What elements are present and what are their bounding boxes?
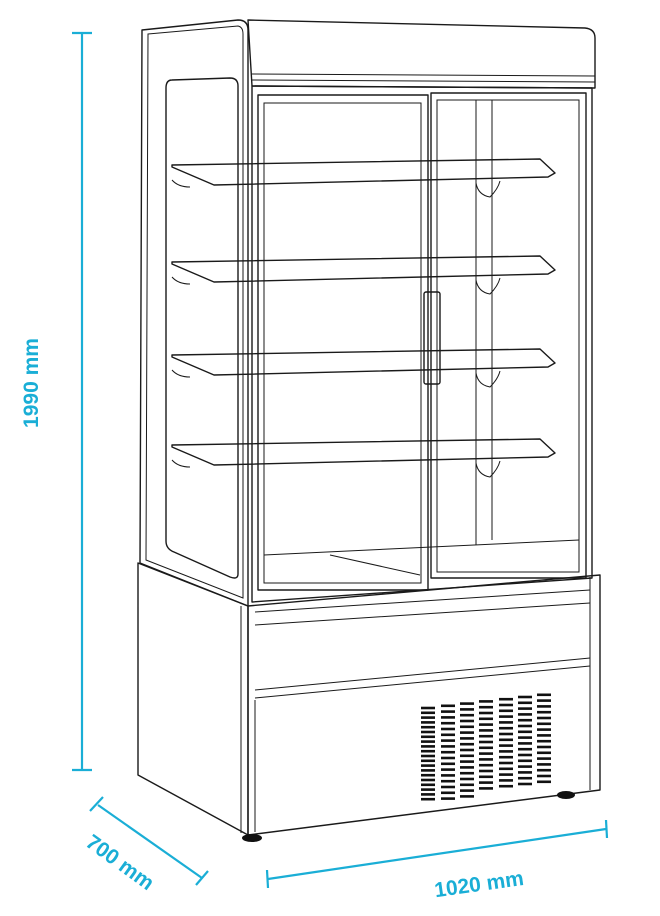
side-glass: [165, 77, 239, 579]
base-front: [247, 574, 601, 836]
base-side: [137, 562, 249, 836]
width-dimension: 1020 mm: [265, 819, 609, 902]
shelf-bracket: [171, 369, 501, 388]
shelf-bracket: [171, 179, 501, 198]
side-panel: [139, 19, 249, 607]
front-frame: [251, 85, 593, 603]
height-dimension: 1990 mm: [20, 31, 92, 772]
right-door[interactable]: [430, 92, 587, 579]
door-handle[interactable]: [423, 291, 441, 385]
shelf: [171, 438, 556, 466]
shelf-bracket: [171, 459, 501, 478]
depth-dimension: 700 mm: [81, 796, 209, 895]
height-label: 1990 mm: [20, 338, 43, 428]
ventilation-grille: [421, 693, 551, 801]
shelves: [171, 158, 556, 478]
shelf: [171, 255, 556, 283]
width-label: 1020 mm: [433, 867, 525, 902]
foot-right: [557, 791, 575, 799]
shelf-bracket: [171, 276, 501, 295]
foot-left: [242, 834, 262, 842]
cabinet: [137, 19, 601, 842]
shelf: [171, 348, 556, 376]
left-door[interactable]: [257, 94, 429, 591]
top-canopy: [247, 19, 596, 89]
shelf: [171, 158, 556, 186]
